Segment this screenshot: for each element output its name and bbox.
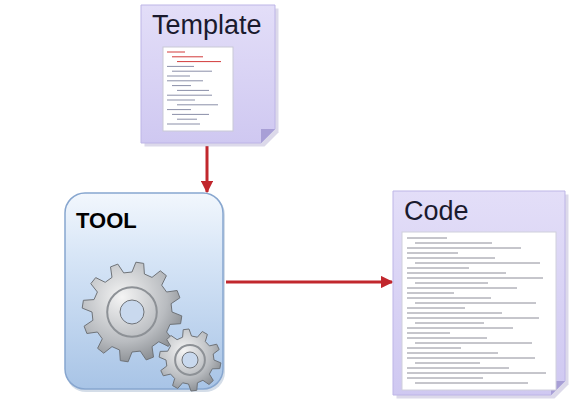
node-title: Code bbox=[404, 196, 469, 227]
code-thumbnail bbox=[402, 232, 556, 390]
flow-arrow bbox=[206, 146, 209, 192]
tool-box: TOOL bbox=[64, 192, 226, 392]
node-title: TOOL bbox=[76, 208, 137, 234]
node-title: Template bbox=[152, 10, 262, 41]
document-node: Template bbox=[140, 4, 278, 146]
document-node: Code bbox=[392, 190, 568, 398]
flow-arrow bbox=[226, 281, 392, 284]
gear-icon bbox=[82, 262, 221, 391]
template-thumbnail bbox=[163, 47, 233, 131]
